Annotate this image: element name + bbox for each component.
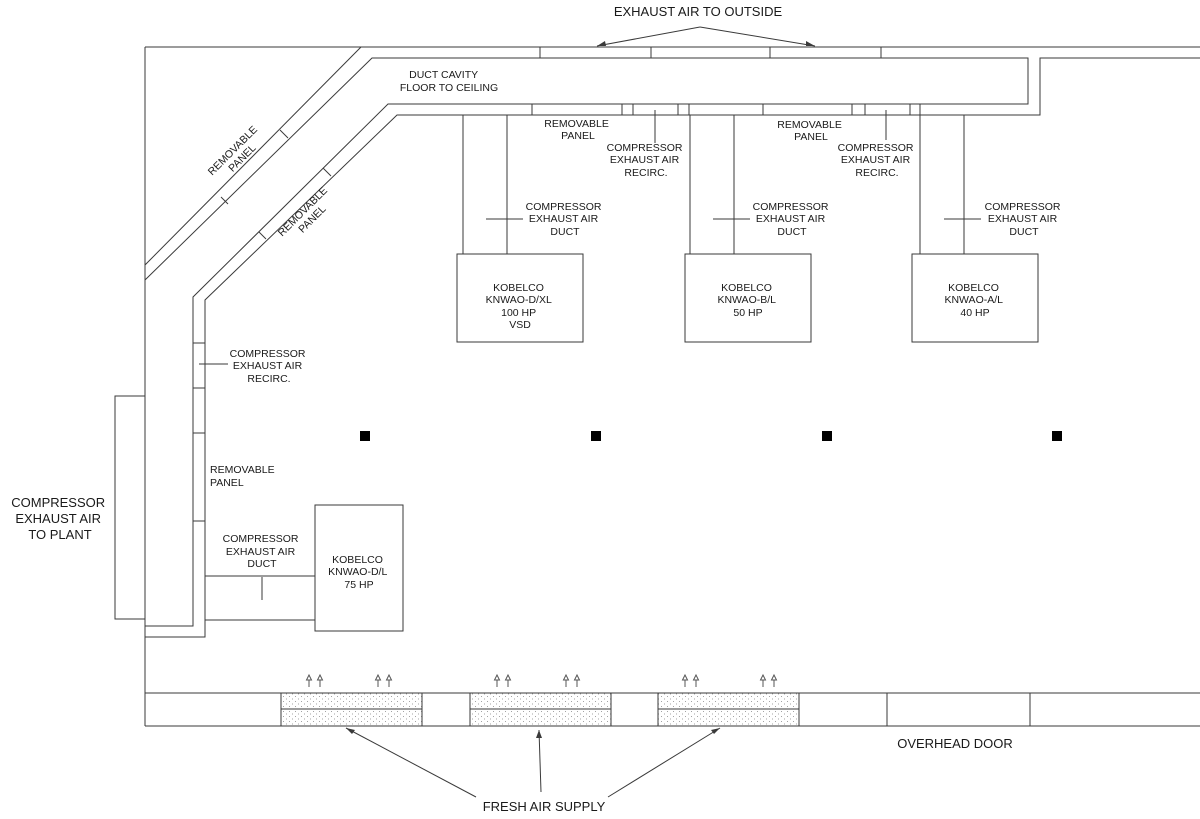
compressor-label: KOBELCO KNWAO-A/L 40 HP [944,282,1005,319]
compressor-unit [911,253,1039,343]
column [1052,431,1062,441]
bottom-wall [280,692,1031,727]
fresh-air-supply-label: FRESH AIR SUPPLY [483,799,606,814]
removable-panel-label: REMOVABLE PANEL [276,183,341,248]
column [822,431,832,441]
airflow-arrowhead [385,673,393,681]
compressor-exhaust-ducts [205,115,965,621]
exhaust-openings [539,46,882,59]
duct-cavity-walls [144,46,1200,638]
compressor-units [314,253,1039,632]
overhead-door-label: OVERHEAD DOOR [897,736,1013,751]
removable-panel-label: REMOVABLE PANEL [777,119,845,143]
removable-panel-label: REMOVABLE PANEL [206,122,271,187]
compressor-label: KOBELCO KNWAO-B/L 50 HP [717,282,778,319]
duct-cavity-label: DUCT CAVITY FLOOR TO CEILING [400,69,498,94]
removable-panel-label: REMOVABLE PANEL [210,464,278,489]
compressor-unit [456,253,584,343]
exhaust-duct-label: COMPRESSOR EXHAUST AIR DUCT [223,533,302,570]
exhaust-duct-label: COMPRESSOR EXHAUST AIR DUCT [753,201,832,238]
airflow-arrowhead [374,673,382,681]
column [591,431,601,441]
structural-columns [360,431,1062,441]
compressor-label: KOBELCO KNWAO-D/XL 100 HP VSD [486,282,555,331]
exhaust-to-plant-duct [114,395,146,620]
exhaust-recirc-label: COMPRESSOR EXHAUST AIR RECIRC. [607,142,686,179]
airflow-arrowhead [681,673,689,681]
exhaust-to-plant-label: COMPRESSOR EXHAUST AIR TO PLANT [11,495,109,542]
airflow-arrowhead [562,673,570,681]
airflow-arrowhead [316,673,324,681]
airflow-arrowhead [305,673,313,681]
exhaust-duct-label: COMPRESSOR EXHAUST AIR DUCT [985,201,1064,238]
compressor-unit [684,253,812,343]
airflow-arrowhead [770,673,778,681]
leader-lines [199,26,981,798]
arrowheads [346,41,815,738]
airflow-arrows [305,673,778,687]
exhaust-duct-label: COMPRESSOR EXHAUST AIR DUCT [526,201,605,238]
removable-panel-label: REMOVABLE PANEL [544,118,612,142]
airflow-arrowhead [759,673,767,681]
airflow-arrowhead [504,673,512,681]
airflow-arrowhead [692,673,700,681]
exhaust-recirc-label: COMPRESSOR EXHAUST AIR RECIRC. [838,142,917,179]
airflow-arrowhead [493,673,501,681]
column [360,431,370,441]
exhaust-recirc-label: COMPRESSOR EXHAUST AIR RECIRC. [230,348,309,385]
exhaust-outside-label: EXHAUST AIR TO OUTSIDE [614,4,783,19]
compressor-unit [314,504,404,632]
airflow-arrowhead [573,673,581,681]
compressor-label: KOBELCO KNWAO-D/L 75 HP [328,554,390,591]
